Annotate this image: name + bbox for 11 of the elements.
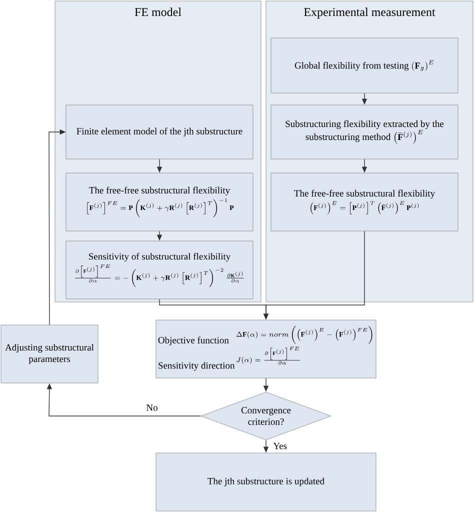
process-box: Objective function $\Delta\mathbf{F}(\alpha)=norm\left(\left(\mathbf{F}^{(j)}\right)^{E}-\left(\mathbf{F}^{(j)}\right)^{FE}\right)$ Sensitivity direction $J(\alpha)=\frac{\partial\left[\mathbf{F}^{(j)}\right]^{FE}}{\partial\alpha}$	[156, 320, 376, 378]
edge-label: Yes	[273, 442, 287, 450]
process-box: The jth substructure is updated	[156, 452, 376, 512]
process-box: Adjusting substructural parameters	[0, 324, 98, 384]
process-box: Sensitivity of substructural flexibility $\frac{\partial\left[\mathbf{F}^{(j)}\right]^{FE}}{\partial\alpha}=-\left(\mathbf{K}^{(j)}+\gamma\mathbf{R}^{(j)}\left[\mathbf{R}^{(j)}\right]^{T}\right)^{-2}\frac{\partial\mathbf{K}^{(j)}}{\partial\alpha}$	[66, 240, 254, 300]
process-box: Finite element model of the jth substructure	[66, 104, 254, 160]
process-box: The free-free substructural flexibility $\left[\mathbf{F}^{(j)}\right]^{FE}=\mathbf{P}\left(\mathbf{K}^{(j)}+\gamma\mathbf{R}^{(j)}\left[\mathbf{R}^{(j)}\right]^{T}\right)^{-1}\mathbf{P}$	[66, 172, 254, 232]
process-box: The free-free substructural flexibility $\left(\mathbf{F}^{(j)}\right)^{E}=\left[\mathbf{P}^{(j)}\right]^{T}\left(\bar{\mathbf{F}}^{(j)}\right)^{E}\mathbf{P}^{(j)}$	[270, 172, 458, 232]
process-box: Global flexibility from testing $\left(\mathbf{F}_{g}\right)^{E}$	[270, 38, 458, 94]
edge-label: No	[146, 404, 158, 411]
process-box: Substructuring flexibility extracted by the substructuring method $\left(\bar{\mathbf{F}}^{(j)}\right)^{E}$	[270, 104, 458, 160]
